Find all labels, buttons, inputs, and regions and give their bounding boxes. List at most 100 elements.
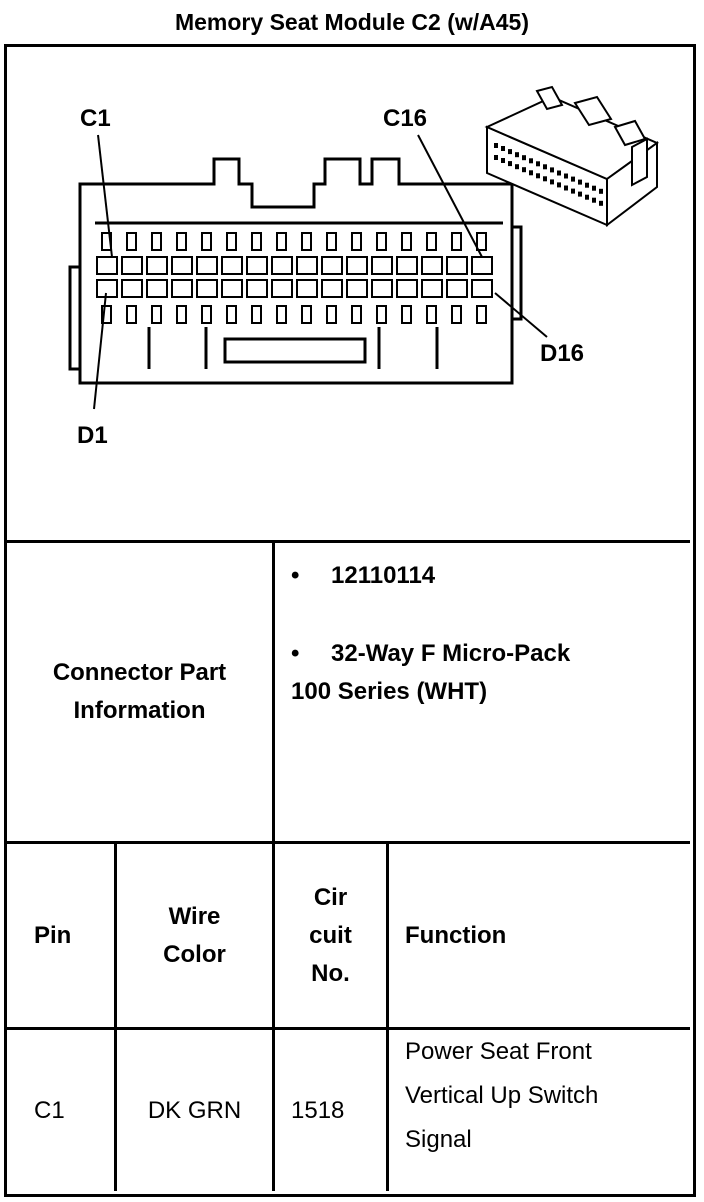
cell-pin: C1 [34,1096,65,1124]
thumbnail-pin [592,197,596,203]
thumbnail-tab-2 [573,95,613,127]
thumbnail-pin [501,158,505,163]
header-wire-color-line2: Color [163,940,226,968]
cavity-c3 [146,256,168,275]
terminal-d10 [326,305,337,324]
cavity-d7 [246,279,268,298]
label-d16: D16 [540,340,584,367]
thumbnail-pin [515,164,519,170]
terminal-d11 [351,305,362,324]
cavity-d12 [371,279,393,298]
function-line2: Vertical Up Switch [405,1082,599,1109]
cavity-d8 [271,279,293,298]
thumbnail-pin [494,143,498,148]
terminal-c7 [251,232,262,251]
thumbnail-pin [515,152,519,158]
divider-info-column [272,540,275,844]
terminal-c16 [476,232,487,251]
header-circuit-line3: No. [311,959,350,987]
cavity-c14 [421,256,443,275]
thumbnail-pin [592,185,596,191]
thumbnail-pin [564,173,568,179]
connector-info-details: • 12110114 • 32-Way F Micro-Pack 100 Serie… [291,557,570,711]
thumbnail-pin [578,191,582,197]
cavity-d16 [471,279,493,298]
thumbnail-pin [522,167,526,173]
terminal-c11 [351,232,362,251]
bullet-2: • [291,640,300,667]
terminal-d5 [201,305,212,324]
thumbnail-latch [631,137,648,187]
cavity-c13 [396,256,418,275]
connector-info-label-line1: Connector Part [52,659,227,686]
header-wire-color-line1: Wire [168,902,221,930]
label-c16: C16 [383,105,427,132]
connector-thumbnail [484,85,660,228]
terminal-d4 [176,305,187,324]
cavity-c9 [296,256,318,275]
thumbnail-pin [508,149,512,155]
divider-header-bottom [7,1027,690,1030]
header-circuit-line1: Cir [313,883,348,911]
terminal-c2 [126,232,137,251]
cavity-d11 [346,279,368,298]
thumbnail-pin [599,188,603,194]
pin-row-d-terminals [101,305,487,324]
connector-outline [68,157,523,385]
description-line1: 32-Way F Micro-Pack [331,640,571,667]
thumbnail-pin [585,182,589,188]
thumbnail-pin [494,155,498,160]
thumbnail-pins [494,143,603,206]
terminal-d13 [401,305,412,324]
thumbnail-pin [529,170,533,176]
cavity-c8 [271,256,293,275]
cavity-d15 [446,279,468,298]
label-c1: C1 [80,105,111,132]
terminal-d14 [426,305,437,324]
description-line2: 100 Series (WHT) [291,678,488,705]
callout-d16 [494,292,548,338]
part-number: 12110114 [331,562,436,589]
cavity-c1 [96,256,118,275]
cavity-d10 [321,279,343,298]
thumbnail-pin [585,194,589,200]
terminal-c14 [426,232,437,251]
cavity-c4 [171,256,193,275]
thumbnail-pin [501,146,505,151]
cavity-c6 [221,256,243,275]
terminal-c9 [301,232,312,251]
header-function: Function [405,921,507,949]
cell-circuit-no: 1518 [291,1096,345,1124]
cavity-d13 [396,279,418,298]
terminal-d9 [301,305,312,324]
callout-d1 [93,292,107,410]
cavity-d4 [171,279,193,298]
terminal-c10 [326,232,337,251]
callout-lines [93,134,548,410]
connector-body [78,157,514,385]
thumbnail-pin [599,200,603,206]
callout-c16 [417,134,483,258]
header-wire-color: Wire Color [117,844,272,1027]
cavity-c15 [446,256,468,275]
cavity-c10 [321,256,343,275]
header-circuit-line2: cuit [309,921,352,949]
terminal-c4 [176,232,187,251]
connector-info-label: Connector Part Information [7,543,272,841]
divider-diagram-bottom [7,540,690,543]
cavity-c5 [196,256,218,275]
terminal-c8 [276,232,287,251]
function-line1: Power Seat Front [405,1038,592,1065]
pin-row-c-terminals [101,232,487,251]
cavity-d14 [421,279,443,298]
thumbnail-pin [529,158,533,164]
cavity-d2 [121,279,143,298]
thumbnail-pin [550,179,554,185]
cavity-d1 [96,279,118,298]
cavity-c12 [371,256,393,275]
terminal-d8 [276,305,287,324]
thumbnail-pin [543,176,547,182]
description-row: • 32-Way F Micro-Pack [291,635,570,673]
divider-col-circuit [386,841,389,1191]
thumbnail-pin [536,173,540,179]
